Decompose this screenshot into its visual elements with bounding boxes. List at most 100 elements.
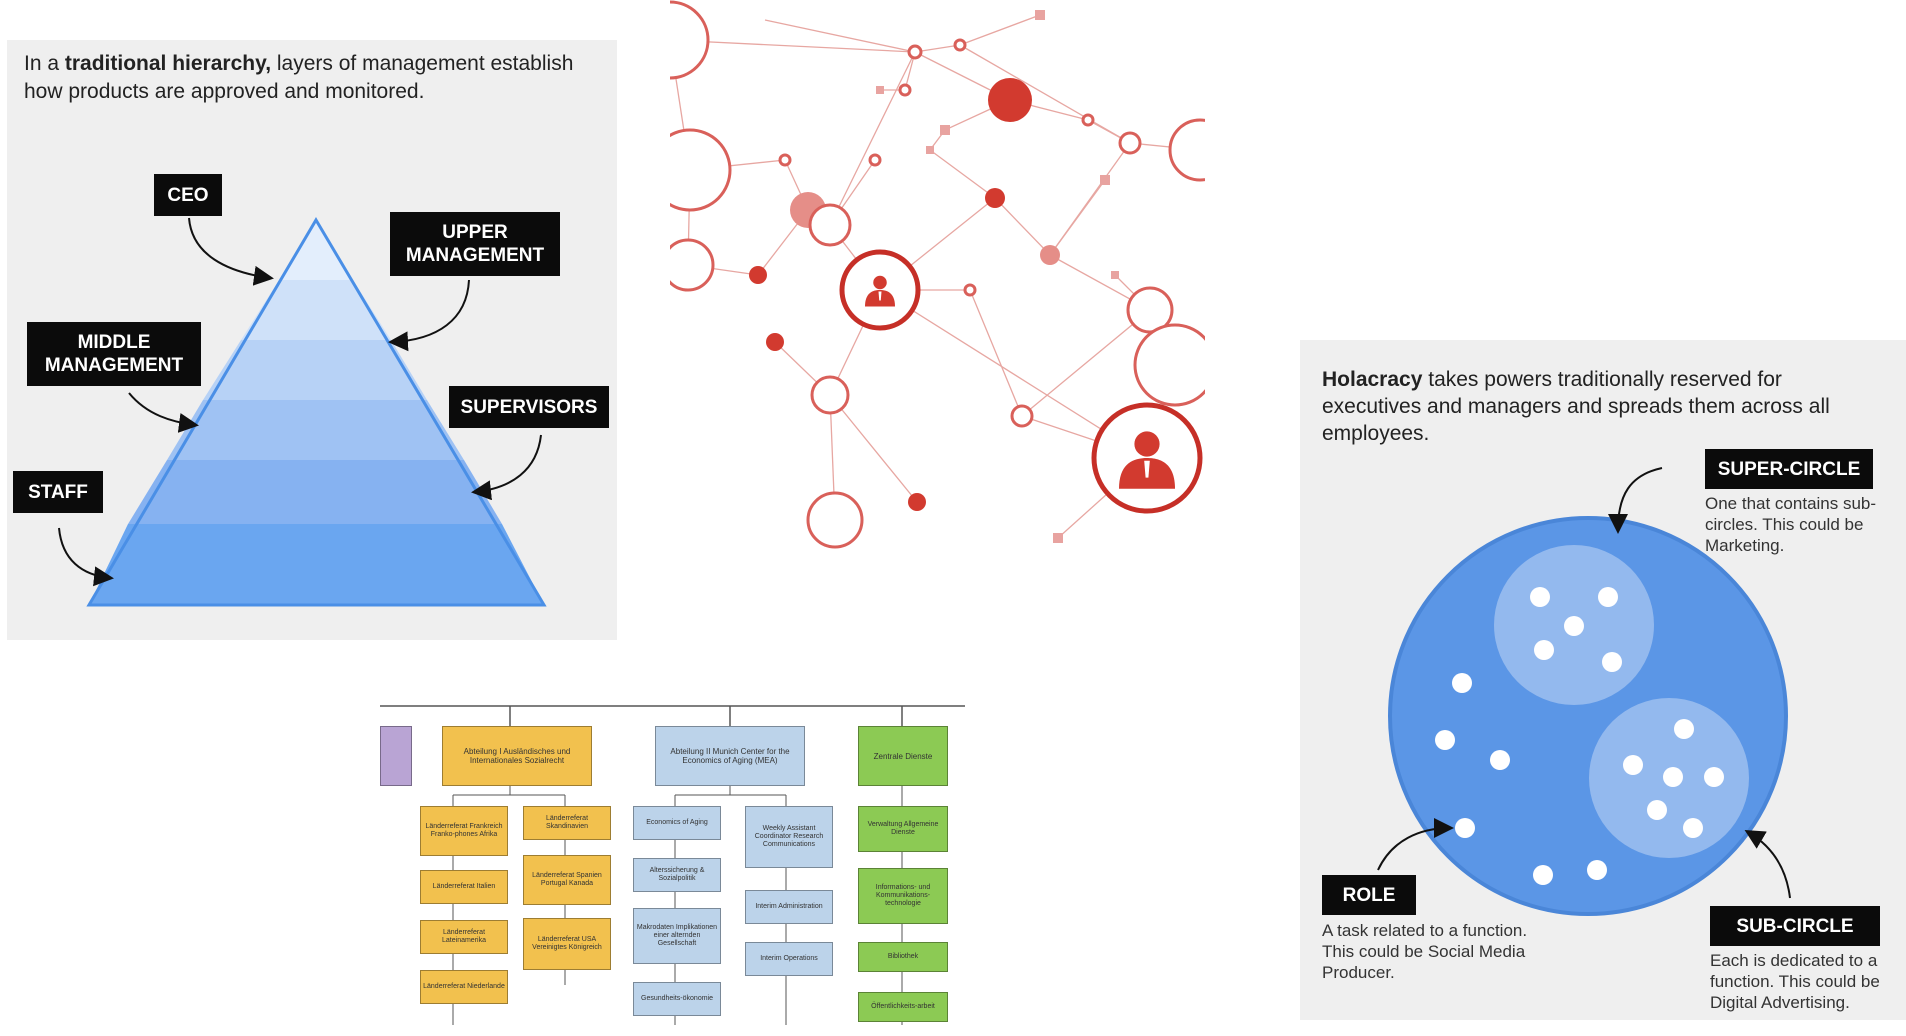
org-item: Makrodaten Implikationen einer alternden…: [633, 908, 721, 964]
pyramid-layer-3: [203, 340, 427, 400]
org-item: Länderreferat Skandinavien: [523, 806, 611, 840]
network-square-node: [926, 146, 934, 154]
intro-rest: takes powers traditionally reserved for …: [1322, 368, 1830, 445]
network-node: [808, 203, 852, 247]
network-edge: [914, 44, 961, 53]
org-header-central: Zentrale Dienste: [858, 726, 948, 786]
super-circle-tag: SUPER-CIRCLE: [1705, 449, 1873, 489]
org-header-dept-2: Abteilung II Munich Center for the Econo…: [655, 726, 805, 786]
supervisors-tag: SUPERVISORS: [449, 386, 609, 428]
network-node: [1118, 131, 1142, 155]
person-icon: [1119, 431, 1175, 489]
pyramid-layer-1: [279, 220, 353, 280]
network-edge: [959, 14, 1041, 46]
org-item: Länderreferat Lateinamerika: [420, 920, 508, 954]
org-item: Öffentlichkeits-arbeit: [858, 992, 948, 1022]
network-node: [985, 188, 1005, 208]
role-dots: [1435, 587, 1724, 885]
network-square-node: [1111, 271, 1119, 279]
network-edge: [764, 19, 916, 53]
role-description: A task related to a function. This could…: [1322, 921, 1528, 982]
network-node: [988, 78, 1032, 122]
pyramid-layer-5: [128, 460, 502, 524]
network-edge: [1049, 179, 1106, 256]
network-node: [1040, 245, 1060, 265]
network-node: [1081, 113, 1095, 127]
traditional-hierarchy-panel: In a traditional hierarchy, layers of ma…: [7, 40, 617, 640]
network-node: [908, 493, 926, 511]
network-edge: [994, 197, 1051, 256]
super-circle-description: One that contains sub-circles. This coul…: [1705, 494, 1877, 555]
supervisors-arrow: [471, 434, 542, 501]
network-edge: [829, 394, 918, 503]
intro-suffix: layers of management establish how produ…: [24, 52, 574, 103]
network-edge: [929, 149, 996, 199]
org-item: Interim Operations: [745, 942, 833, 976]
upper-management-arrow: [388, 279, 470, 352]
org-item: Bibliothek: [858, 942, 948, 972]
pyramid-diagram: [58, 217, 547, 607]
pyramid-layer-6: [89, 524, 544, 605]
org-chart: Abteilung I Ausländisches und Internatio…: [380, 700, 965, 1025]
network-node: [953, 38, 967, 52]
role-tag: ROLE: [1322, 875, 1416, 915]
network-node: [1168, 118, 1205, 182]
network-node: [766, 333, 784, 351]
network-node: [907, 44, 923, 60]
ceo-arrow: [188, 217, 274, 286]
intro-prefix: In a: [24, 52, 65, 75]
holacracy-diagram: [1377, 467, 1791, 916]
holacracy-panel: Holacracy takes powers traditionally res…: [1300, 340, 1906, 1020]
network-square-node: [940, 125, 950, 135]
org-item: Länderreferat Italien: [420, 870, 508, 904]
ceo-tag: CEO: [154, 174, 222, 216]
org-item: Informations- und Kommunikations-technol…: [858, 868, 948, 924]
org-item: Verwaltung Allgemeine Dienste: [858, 806, 948, 852]
network-node: [670, 0, 710, 80]
network-node: [839, 249, 921, 331]
intro-bold: Holacracy: [1322, 368, 1423, 391]
network-illustration: [670, 0, 1205, 575]
network-edge: [670, 39, 916, 53]
org-item: Länderreferat USA Vereinigtes Königreich: [523, 918, 611, 970]
pyramid-layer-2: [241, 280, 391, 340]
org-item: Länderreferat Spanien Portugal Kanada: [523, 855, 611, 905]
org-item: Länderreferat Frankreich Franko-phones A…: [420, 806, 508, 856]
intro-bold: traditional hierarchy,: [64, 52, 272, 75]
org-item: Alterssicherung & Sozialpolitik: [633, 858, 721, 892]
network-graph: [670, 0, 1205, 549]
network-node: [806, 491, 864, 549]
network-node: [810, 375, 850, 415]
org-item: Economics of Aging: [633, 806, 721, 840]
network-node: [868, 153, 882, 167]
org-item: Weekly Assistant Coordinator Research Co…: [745, 806, 833, 868]
network-square-node: [876, 86, 884, 94]
staff-arrow: [58, 527, 114, 587]
middle-management-tag: MIDDLE MANAGEMENT: [27, 322, 201, 386]
pyramid: [86, 217, 547, 607]
network-node: [1133, 323, 1205, 407]
holacracy-intro: Holacracy takes powers traditionally res…: [1322, 366, 1882, 447]
staff-tag: STAFF: [13, 471, 103, 513]
network-node: [778, 153, 792, 167]
network-square-node: [1100, 175, 1110, 185]
pyramid-outline: [86, 217, 547, 607]
sub-circle-tag: SUB-CIRCLE: [1710, 906, 1880, 946]
network-edge: [969, 289, 1023, 417]
network-node: [963, 283, 977, 297]
network-node: [749, 266, 767, 284]
hierarchy-intro: In a traditional hierarchy, layers of ma…: [24, 50, 604, 106]
network-node: [670, 128, 732, 212]
network-square-node: [1053, 533, 1063, 543]
network-square-node: [1035, 10, 1045, 20]
org-item: Interim Administration: [745, 890, 833, 924]
network-edge: [829, 51, 916, 226]
network-node: [898, 83, 912, 97]
network-node: [1010, 404, 1034, 428]
org-box-cut: [380, 726, 412, 786]
person-icon: [865, 275, 895, 307]
role-arrow: [1377, 818, 1454, 871]
upper-management-tag: UPPER MANAGEMENT: [390, 212, 560, 276]
middle-management-arrow: [128, 392, 199, 433]
sub-circle-description: Each is dedicated to a function. This co…: [1710, 951, 1880, 1012]
